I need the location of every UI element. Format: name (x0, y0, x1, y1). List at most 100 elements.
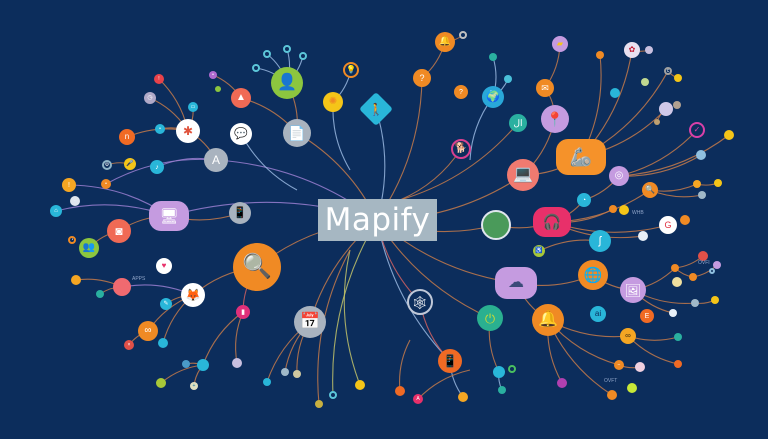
node-earth-green[interactable] (481, 210, 511, 240)
node-reader-pink[interactable] (113, 278, 131, 296)
node-teal-small-l[interactable] (96, 290, 104, 298)
node-multi-b[interactable] (315, 400, 323, 408)
node-orange-dot[interactable] (680, 215, 690, 225)
node-green-ring[interactable] (508, 365, 516, 373)
node-red-bus[interactable] (698, 251, 708, 261)
node-phone-or[interactable]: 📱 (438, 349, 462, 373)
node-blue-ring[interactable] (709, 268, 715, 274)
node-search-hub[interactable]: 🔍 (233, 243, 281, 291)
node-ring-c[interactable] (299, 52, 307, 60)
node-ring-d[interactable] (252, 64, 260, 72)
node-world-grid[interactable]: 🌐 (578, 260, 608, 290)
node-cross-red[interactable]: × (124, 340, 134, 350)
node-yellow-small[interactable] (711, 296, 719, 304)
node-folder[interactable]: ▰ (552, 36, 568, 52)
node-small-green[interactable] (641, 78, 649, 86)
node-question-1[interactable]: ? (413, 69, 431, 87)
node-blue-ring-b[interactable] (329, 391, 337, 399)
node-search-orange[interactable]: 🔍 (642, 182, 658, 198)
node-monitor[interactable]: 🖥 (149, 201, 189, 231)
node-paper-small[interactable] (673, 101, 681, 109)
node-c-yellow[interactable] (674, 74, 682, 82)
node-orange-circle[interactable] (395, 386, 405, 396)
node-music[interactable]: ♪ (150, 160, 164, 174)
node-orange-person[interactable] (607, 390, 617, 400)
node-red-sq[interactable] (674, 360, 682, 368)
node-food-or[interactable] (609, 205, 617, 213)
node-chrome[interactable] (619, 205, 629, 215)
node-map-pin[interactable]: • (101, 179, 111, 189)
node-orange-small-1[interactable] (671, 264, 679, 272)
node-grey-dot[interactable] (698, 191, 706, 199)
node-check[interactable]: ✓ (689, 122, 705, 138)
node-heart[interactable]: ♥ (156, 258, 172, 274)
node-dog[interactable]: 🐕 (451, 139, 471, 159)
node-bell-big[interactable]: 🔔 (532, 304, 564, 336)
node-globe[interactable]: 🌍 (482, 86, 504, 108)
node-sq-small[interactable] (654, 119, 660, 125)
node-lavender-b[interactable] (232, 358, 242, 368)
node-alert[interactable]: ! (62, 178, 76, 192)
node-orange-small-2[interactable] (689, 273, 697, 281)
node-wire-globe[interactable]: 🕸 (407, 289, 433, 315)
node-twitter[interactable] (693, 180, 701, 188)
node-home[interactable]: ⌂ (50, 205, 62, 217)
node-lime-b[interactable] (156, 378, 166, 388)
node-headset[interactable]: 🎧 (533, 207, 571, 237)
node-fox[interactable]: 🦊 (181, 283, 205, 307)
node-people-small[interactable]: · (70, 196, 80, 206)
node-settings-red[interactable]: ✿ (624, 42, 640, 58)
node-dot-teal-2[interactable] (504, 75, 512, 83)
node-clock-grey[interactable]: ◷ (144, 92, 156, 104)
node-burst[interactable]: ✺ (323, 92, 343, 112)
node-yellow-sq[interactable] (714, 179, 722, 187)
node-yellow-bottom[interactable] (458, 392, 468, 402)
node-puzzle[interactable]: ✱ (176, 119, 200, 143)
node-sq-green[interactable] (215, 86, 221, 92)
node-n-orange[interactable]: n (119, 129, 135, 145)
node-tablet[interactable]: 📄 (283, 119, 311, 147)
node-robot-arm[interactable]: 🦾 (556, 139, 606, 175)
node-question-2[interactable]: ? (454, 85, 468, 99)
node-grey-b1[interactable] (281, 368, 289, 376)
node-paper-lav[interactable] (659, 102, 673, 116)
node-lime[interactable] (627, 383, 637, 393)
node-photo[interactable]: 🖼 (620, 277, 646, 303)
node-google[interactable]: G (659, 216, 677, 234)
node-teal-bottom[interactable] (498, 386, 506, 394)
node-eye-cyan[interactable]: ◔ (577, 193, 591, 207)
node-bell-top[interactable]: 🔔 (435, 32, 455, 52)
node-flag-red[interactable]: ! (154, 74, 164, 84)
node-yellow-l[interactable] (71, 275, 81, 285)
node-small-lav[interactable] (645, 46, 653, 54)
node-small-cyan[interactable] (610, 88, 620, 98)
node-calendar[interactable]: 📅 (294, 306, 326, 338)
node-reader[interactable]: 👤 (271, 67, 303, 99)
node-ring-b[interactable] (283, 45, 291, 53)
node-users[interactable]: 👥 (79, 238, 99, 258)
node-ai-cyan[interactable]: ai (590, 306, 606, 322)
node-small-or[interactable] (596, 51, 604, 59)
node-cloud[interactable]: ☁ (495, 267, 537, 299)
node-flag-purple[interactable]: • (209, 71, 217, 79)
node-book-cyan[interactable] (493, 366, 505, 378)
node-purple-small[interactable] (713, 261, 721, 269)
node-gear-small[interactable]: ⚙ (102, 160, 112, 170)
node-minus-or[interactable]: − (614, 360, 624, 370)
node-grey-b2[interactable] (293, 370, 301, 378)
node-cyan-b1[interactable] (263, 378, 271, 386)
node-mail[interactable]: ✉ (536, 79, 554, 97)
node-pink-light[interactable] (635, 362, 645, 372)
node-teal-small[interactable] (674, 333, 682, 341)
node-purple-e[interactable] (557, 378, 567, 388)
node-wheelchair[interactable]: ♿ (533, 245, 545, 257)
node-grey-small[interactable] (691, 299, 699, 307)
node-flag-us[interactable] (638, 231, 648, 241)
node-red-a[interactable]: A (413, 394, 423, 404)
node-map-marker[interactable]: 📍 (541, 105, 569, 133)
central-title-node[interactable]: Mapify (318, 199, 437, 241)
node-rss[interactable]: ◙ (107, 219, 131, 243)
node-box-cyan[interactable]: ▭ (188, 102, 198, 112)
node-dot-cyan[interactable]: • (155, 124, 165, 134)
node-dot-teal-1[interactable] (489, 53, 497, 61)
